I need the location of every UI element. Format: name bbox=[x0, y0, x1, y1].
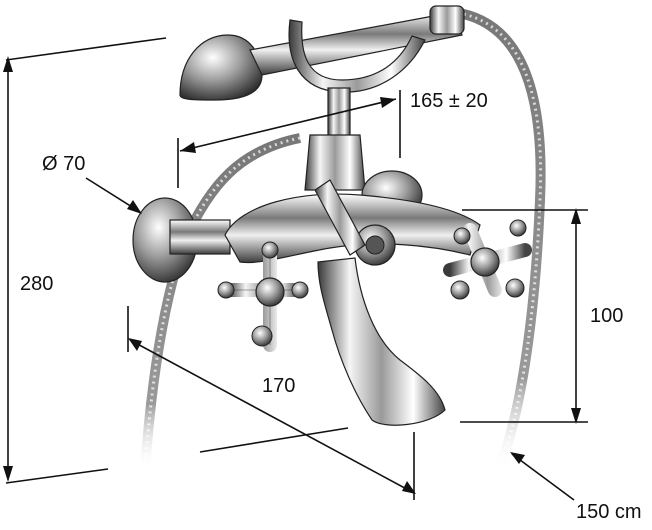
diverter-lever bbox=[314, 179, 366, 256]
dimension-center-distance: 165 ± 20 bbox=[177, 90, 488, 188]
label-center-distance: 165 ± 20 bbox=[410, 90, 488, 112]
bath-spout bbox=[317, 257, 446, 426]
label-diameter: Ø 70 bbox=[42, 153, 85, 175]
cross-handle-right bbox=[443, 219, 532, 300]
wall-flange-left bbox=[132, 197, 231, 283]
label-spout-projection: 170 bbox=[262, 375, 295, 397]
dimension-spout-height: 100 bbox=[460, 208, 623, 424]
label-hose-length: 150 cm bbox=[576, 501, 642, 523]
dimension-spout-projection: 170 bbox=[127, 306, 416, 500]
dimension-hose-length: 150 cm bbox=[510, 452, 642, 523]
label-spout-height: 100 bbox=[590, 305, 623, 327]
dimension-diameter: Ø 70 bbox=[42, 153, 142, 214]
cross-handle-left bbox=[217, 241, 309, 352]
dimension-total-height: 280 bbox=[3, 37, 167, 484]
label-total-height: 280 bbox=[20, 273, 53, 295]
